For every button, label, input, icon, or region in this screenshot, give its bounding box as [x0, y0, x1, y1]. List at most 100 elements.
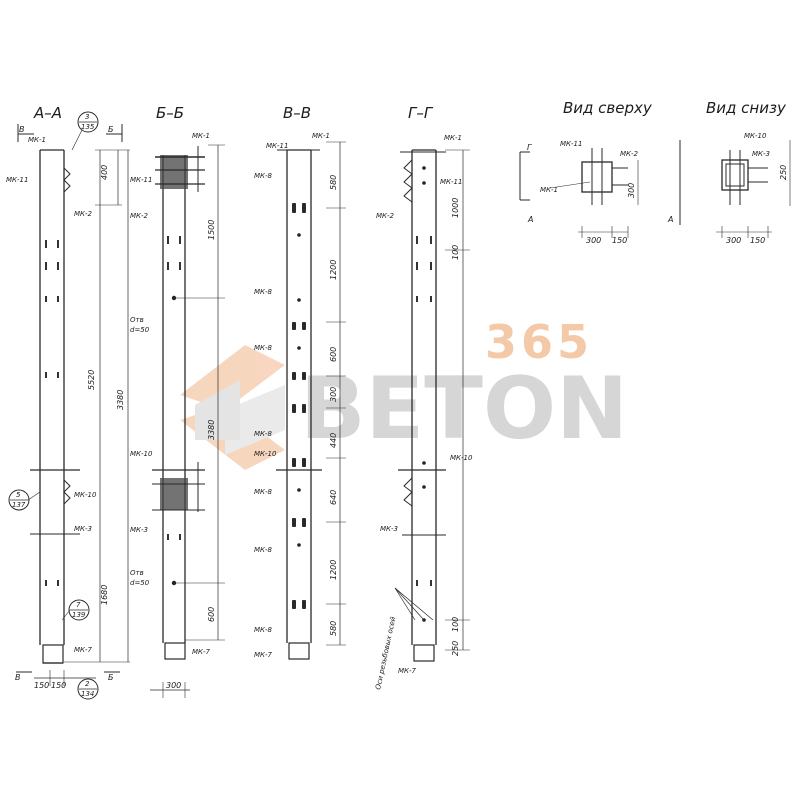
aa-label-mk1: МК-1 — [28, 136, 46, 144]
gg-label-mk10: МК-10 — [450, 454, 473, 462]
column-gg — [394, 149, 470, 662]
bb-dim-300: 300 — [166, 681, 181, 690]
bottom-view-title: Вид снизу — [706, 99, 787, 117]
bb-dim-3380: 3380 — [207, 420, 216, 440]
bottom-view-label-mk10: МК-10 — [744, 132, 767, 140]
top-view-dim-150: 150 — [612, 236, 627, 245]
gg-label-mk1: МК-1 — [444, 134, 462, 142]
aa-dim-150-right: 150 — [51, 681, 66, 690]
watermark-number: 365 — [485, 315, 593, 369]
gg-label-mk3: МК-3 — [380, 525, 398, 533]
bb-note-dia-1: d=50 — [130, 326, 150, 334]
bb-note-dia-2: d=50 — [130, 579, 150, 587]
vv-label-mk8-6: МК-8 — [254, 546, 273, 554]
gg-label-mk2: МК-2 — [376, 212, 395, 220]
aa-label-mk11: МК-11 — [6, 176, 28, 184]
vv-dim-640: 640 — [329, 490, 338, 505]
callout-2-134: 2 134 — [77, 678, 99, 700]
aa-dim-1680: 1680 — [100, 585, 109, 605]
vv-dim-440: 440 — [329, 433, 338, 448]
vv-label-mk8-7: МК-8 — [254, 626, 273, 634]
vv-label-mk1: МК-1 — [312, 132, 330, 140]
callout-5-den: 137 — [12, 501, 26, 509]
top-view — [519, 140, 681, 238]
top-view-dim-300: 300 — [627, 183, 636, 198]
marker-v-bottom: В — [15, 673, 21, 682]
gg-label-mk11: МК-11 — [440, 178, 462, 186]
callout-3-num: 3 — [85, 113, 89, 121]
callout-3-135: 3 135 — [71, 111, 99, 151]
vv-dim-300: 300 — [329, 387, 338, 402]
bottom-view-label-mk3: МК-3 — [752, 150, 770, 158]
bb-label-mk10: МК-10 — [130, 450, 153, 458]
top-view-label-mk11: МК-11 — [560, 140, 582, 148]
gg-dim-250: 250 — [451, 641, 460, 656]
callout-2-num: 2 — [85, 680, 90, 688]
vv-label-mk8-2: МК-8 — [254, 288, 273, 296]
bottom-view-dim-150: 150 — [750, 236, 765, 245]
marker-b-bottom: Б — [108, 673, 114, 682]
aa-label-mk3: МК-3 — [74, 525, 92, 533]
vv-label-mk7: МК-7 — [254, 651, 273, 659]
vv-label-mk11: МК-11 — [266, 142, 288, 150]
gg-dim-100-b: 100 — [451, 617, 460, 632]
bb-note-hole-1: Отв — [130, 316, 144, 324]
aa-dim-400: 400 — [100, 165, 109, 180]
bottom-view-dim-250: 250 — [779, 165, 788, 180]
column-bb — [150, 144, 225, 698]
callout-3-den: 135 — [81, 123, 95, 131]
bottom-view — [716, 140, 791, 238]
gg-note-axes: Оси резьбовых осей — [374, 616, 397, 691]
gg-label-mk7: МК-7 — [398, 667, 417, 675]
callout-7-num: 7 — [76, 601, 81, 609]
callout-5-137: 5 137 — [8, 489, 41, 511]
marker-v-top: В — [19, 125, 25, 134]
vv-label-mk8-5: МК-8 — [254, 488, 273, 496]
aa-label-mk7: МК-7 — [74, 646, 93, 654]
watermark-logo-icon — [180, 345, 285, 470]
aa-dim-3380: 3380 — [116, 390, 125, 410]
bb-label-mk3: МК-3 — [130, 526, 148, 534]
watermark-text: BETON — [300, 359, 628, 459]
bb-note-hole-2: Отв — [130, 569, 144, 577]
vv-label-mk10: МК-10 — [254, 450, 277, 458]
marker-b-top: Б — [108, 125, 114, 134]
vv-label-mk8-3: МК-8 — [254, 344, 273, 352]
top-view-marker-g: Г — [527, 143, 532, 152]
top-view-title: Вид сверху — [563, 99, 653, 117]
vv-label-mk8-4: МК-8 — [254, 430, 273, 438]
bottom-view-dim-300: 300 — [726, 236, 741, 245]
callout-2-den: 134 — [81, 690, 94, 698]
callout-7-139: 7 139 — [61, 599, 90, 621]
bb-label-mk7: МК-7 — [192, 648, 211, 656]
section-title-gg: Г–Г — [408, 104, 434, 122]
bb-label-mk11: МК-11 — [130, 176, 152, 184]
top-view-label-mk2: МК-2 — [620, 150, 639, 158]
bb-label-mk2: МК-2 — [130, 212, 149, 220]
section-title-bb: Б–Б — [156, 104, 184, 122]
top-view-dim-300-w: 300 — [586, 236, 601, 245]
vv-dim-580-b: 580 — [329, 621, 338, 636]
top-view-marker-a: А — [527, 215, 533, 224]
callout-5-num: 5 — [16, 491, 21, 499]
gg-dim-1000: 1000 — [451, 198, 460, 218]
section-title-vv: В–В — [283, 104, 311, 122]
vv-dim-1200-a: 1200 — [329, 260, 338, 280]
callout-7-den: 139 — [72, 611, 86, 619]
watermark: 365 BETON — [180, 315, 628, 470]
vv-dim-600: 600 — [329, 347, 338, 362]
top-view-marker-a-right: А — [667, 215, 673, 224]
bb-dim-1500: 1500 — [207, 220, 216, 240]
vv-label-mk8-1: МК-8 — [254, 172, 273, 180]
bb-label-mk1: МК-1 — [192, 132, 210, 140]
bb-dim-600: 600 — [207, 607, 216, 622]
vv-dim-580: 580 — [329, 175, 338, 190]
gg-dim-100-a: 100 — [451, 245, 460, 260]
column-aa — [16, 124, 130, 686]
aa-dim-150-left: 150 — [34, 681, 49, 690]
aa-dim-5520: 5520 — [87, 370, 96, 390]
aa-label-mk2: МК-2 — [74, 210, 93, 218]
aa-label-mk10: МК-10 — [74, 491, 97, 499]
section-title-aa: А–А — [33, 104, 62, 122]
